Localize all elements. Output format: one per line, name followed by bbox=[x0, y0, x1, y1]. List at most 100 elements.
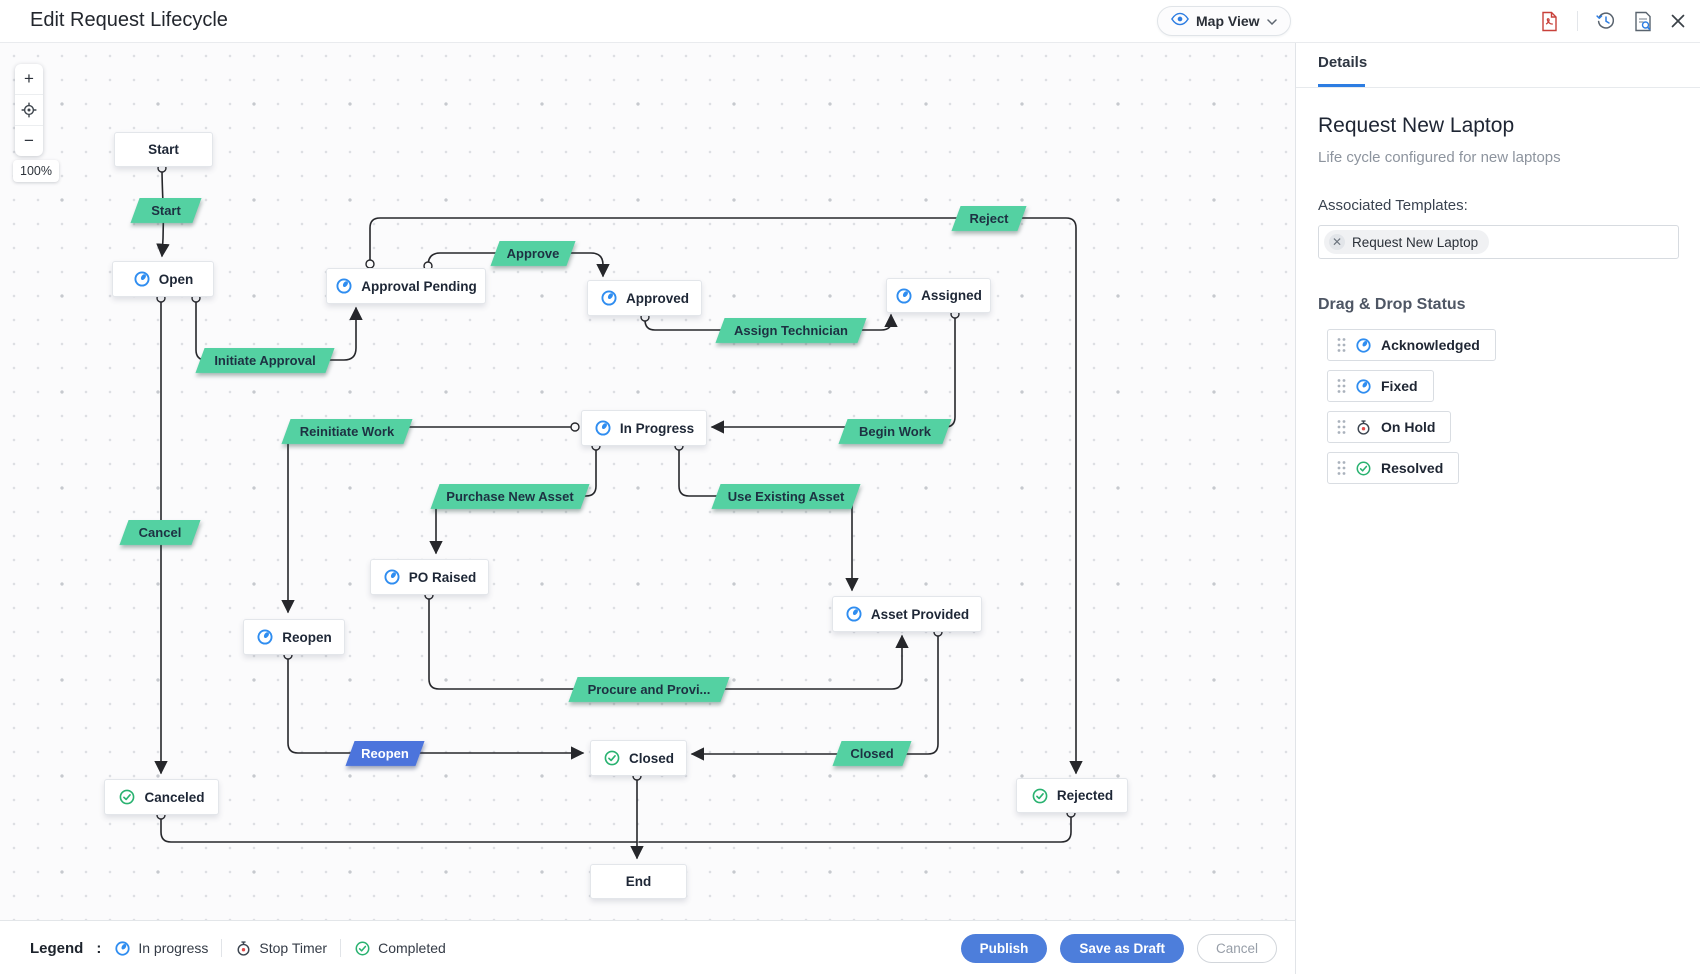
node-label: Approval Pending bbox=[361, 278, 477, 294]
transition-t_begin[interactable]: Begin Work bbox=[838, 418, 952, 444]
transition-t_start[interactable]: Start bbox=[130, 197, 202, 223]
in-progress-icon bbox=[335, 277, 353, 295]
edge-in_progress-asset_provided[interactable] bbox=[678, 445, 859, 592]
node-open[interactable]: Open bbox=[112, 261, 214, 297]
node-canceled[interactable]: Canceled bbox=[104, 779, 219, 815]
node-rejected[interactable]: Rejected bbox=[1016, 778, 1128, 813]
drag-handle-icon[interactable] bbox=[1337, 460, 1346, 476]
transition-label: Cancel bbox=[138, 524, 182, 540]
history-icon[interactable] bbox=[1596, 11, 1616, 31]
node-assigned[interactable]: Assigned bbox=[886, 278, 991, 313]
legend-item-label: Stop Timer bbox=[259, 940, 328, 956]
zoom-panel: + − bbox=[15, 64, 43, 156]
node-start[interactable]: Start bbox=[114, 132, 213, 167]
tab-active-indicator bbox=[1318, 84, 1365, 87]
details-panel: Details Request New Laptop Life cycle co… bbox=[1295, 42, 1700, 974]
node-asset_provided[interactable]: Asset Provided bbox=[832, 596, 982, 632]
transition-t_procure[interactable]: Procure and Provi... bbox=[568, 676, 730, 702]
node-approved[interactable]: Approved bbox=[587, 280, 702, 316]
transition-t_initiate[interactable]: Initiate Approval bbox=[195, 347, 335, 373]
edge-port[interactable] bbox=[365, 259, 375, 269]
node-label: Start bbox=[148, 142, 179, 157]
associated-templates-field[interactable]: ✕ Request New Laptop bbox=[1318, 225, 1679, 259]
in-progress-icon bbox=[845, 605, 863, 623]
status-item-fixed[interactable]: Fixed bbox=[1327, 370, 1434, 402]
status-item-resolved[interactable]: Resolved bbox=[1327, 452, 1460, 484]
zoom-out-button[interactable]: − bbox=[24, 131, 34, 150]
in-progress-icon bbox=[594, 419, 612, 437]
status-item-label: Resolved bbox=[1381, 460, 1444, 476]
publish-button[interactable]: Publish bbox=[960, 933, 1048, 963]
chevron-down-icon bbox=[1266, 12, 1277, 30]
transition-label: Reject bbox=[969, 210, 1009, 226]
node-end[interactable]: End bbox=[590, 864, 687, 899]
view-selector-label: Map View bbox=[1196, 13, 1260, 29]
edge-canceled-end[interactable] bbox=[160, 814, 638, 843]
transition-label: Initiate Approval bbox=[214, 352, 316, 368]
node-po_raised[interactable]: PO Raised bbox=[370, 559, 489, 595]
export-pdf-icon[interactable] bbox=[1540, 11, 1559, 32]
transition-label: Begin Work bbox=[859, 423, 931, 439]
transition-t_closed[interactable]: Closed bbox=[832, 740, 912, 766]
tab-details[interactable]: Details bbox=[1318, 54, 1368, 71]
node-label: Approved bbox=[625, 290, 689, 306]
transition-t_approve[interactable]: Approve bbox=[490, 240, 576, 266]
transition-label: Use Existing Asset bbox=[727, 488, 845, 504]
audit-log-icon[interactable] bbox=[1634, 11, 1652, 32]
node-label: Rejected bbox=[1056, 788, 1114, 803]
template-chip-label: Request New Laptop bbox=[1352, 234, 1479, 250]
legend-item-completed: Completed bbox=[354, 940, 446, 957]
transition-t_reopen[interactable]: Reopen bbox=[345, 740, 425, 766]
remove-template-icon[interactable]: ✕ bbox=[1329, 234, 1345, 250]
node-label: Open bbox=[158, 271, 194, 287]
node-approval_pending[interactable]: Approval Pending bbox=[326, 268, 486, 304]
transition-label: Purchase New Asset bbox=[446, 488, 574, 504]
transition-label: Approve bbox=[506, 245, 560, 261]
transition-label: Procure and Provi... bbox=[587, 681, 711, 697]
node-label: Closed bbox=[628, 750, 674, 766]
fit-view-button[interactable] bbox=[15, 95, 43, 126]
toolbar-divider bbox=[1577, 11, 1578, 31]
edge-reopen-closed[interactable] bbox=[287, 654, 585, 760]
node-label: Reopen bbox=[282, 629, 332, 645]
zoom-in-button[interactable]: + bbox=[15, 64, 43, 95]
transition-t_use[interactable]: Use Existing Asset bbox=[711, 483, 861, 509]
node-label: PO Raised bbox=[408, 569, 477, 585]
legend-label: Legend bbox=[30, 939, 84, 957]
zoom-level: 100% bbox=[13, 160, 59, 182]
transition-t_cancel[interactable]: Cancel bbox=[119, 519, 201, 545]
lifecycle-title: Request New Laptop bbox=[1318, 114, 1515, 137]
edge-approval_pending-rejected[interactable] bbox=[369, 217, 1083, 775]
status-item-label: Acknowledged bbox=[1381, 337, 1480, 353]
edge-asset_provided-closed[interactable] bbox=[690, 631, 939, 761]
view-selector[interactable]: Map View bbox=[1157, 6, 1291, 36]
save-as-draft-button[interactable]: Save as Draft bbox=[1060, 933, 1184, 963]
transition-t_reject[interactable]: Reject bbox=[951, 205, 1027, 231]
status-item-on-hold[interactable]: On Hold bbox=[1327, 411, 1452, 443]
transition-t_purchase[interactable]: Purchase New Asset bbox=[430, 483, 590, 509]
status-item-label: On Hold bbox=[1381, 419, 1436, 435]
page-title: Edit Request Lifecycle bbox=[30, 9, 228, 31]
edge-approval_pending-approved[interactable] bbox=[427, 252, 610, 278]
drag-handle-icon[interactable] bbox=[1337, 337, 1346, 353]
transition-t_assign[interactable]: Assign Technician bbox=[715, 317, 867, 343]
drag-handle-icon[interactable] bbox=[1337, 419, 1346, 435]
completed-icon bbox=[603, 749, 621, 767]
cancel-button[interactable]: Cancel bbox=[1196, 933, 1277, 963]
transition-label: Reopen bbox=[361, 745, 409, 761]
edge-port[interactable] bbox=[570, 422, 580, 432]
transition-t_reinitiate[interactable]: Reinitiate Work bbox=[281, 418, 413, 444]
node-closed[interactable]: Closed bbox=[590, 740, 687, 776]
legend-item-stop-timer: Stop Timer bbox=[235, 940, 327, 957]
node-label: Asset Provided bbox=[870, 606, 970, 622]
transition-label: Closed bbox=[850, 745, 894, 761]
status-item-acknowledged[interactable]: Acknowledged bbox=[1327, 329, 1496, 361]
drag-handle-icon[interactable] bbox=[1337, 378, 1346, 394]
node-reopen[interactable]: Reopen bbox=[243, 619, 345, 655]
close-icon[interactable] bbox=[1670, 13, 1686, 29]
edge-rejected-end[interactable] bbox=[638, 812, 1072, 843]
node-in_progress[interactable]: In Progress bbox=[581, 410, 707, 446]
